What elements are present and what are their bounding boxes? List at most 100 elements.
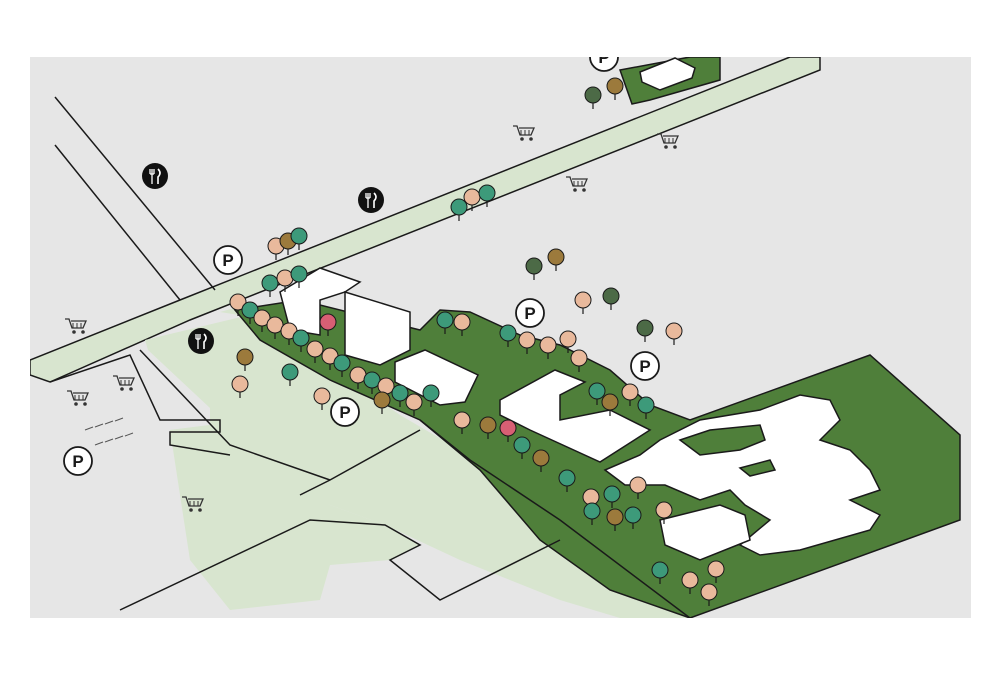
parking-icons-layer: P P P P P P (63, 48, 660, 476)
building-low-hall (394, 349, 480, 406)
fork-knife-icon (358, 187, 384, 213)
tree (637, 396, 655, 419)
tree (499, 419, 517, 442)
tree (453, 411, 471, 434)
tree (570, 349, 588, 372)
side-road-left (54, 96, 216, 291)
tree (241, 301, 259, 324)
tree (525, 257, 543, 280)
tree (665, 322, 683, 345)
tree (290, 227, 308, 250)
parking-icon: P (515, 298, 545, 328)
tree (547, 248, 565, 271)
tree (306, 340, 324, 363)
lower-road-edge (139, 349, 331, 481)
tree (313, 387, 331, 410)
shopping-cart-icon (113, 375, 135, 391)
tree (391, 384, 409, 407)
parking-icon: P (330, 397, 360, 427)
trees-layer (229, 77, 725, 606)
parking-label: P (222, 251, 233, 270)
tree (422, 384, 440, 407)
tree (513, 436, 531, 459)
building-north (639, 57, 696, 91)
tree (363, 371, 381, 394)
tree (583, 502, 601, 525)
street-edge-bottom (119, 519, 561, 611)
tree (621, 383, 639, 406)
tree (231, 375, 249, 398)
parking-icon: P (630, 351, 660, 381)
parking-stripes (84, 417, 134, 446)
shopping-cart-icon (65, 318, 87, 334)
map-canvas: P P P P P P (30, 48, 971, 618)
building-apartment-block-b (344, 290, 411, 366)
buildings (279, 57, 882, 561)
tree (558, 469, 576, 492)
tree (629, 476, 647, 499)
tree (603, 485, 621, 508)
courtyard-small (738, 459, 777, 477)
tree (559, 330, 577, 353)
parking-label: P (339, 403, 350, 422)
tree (478, 184, 496, 207)
tree (253, 309, 271, 332)
parking-icon: P (589, 48, 619, 72)
tree (532, 449, 550, 472)
tree (236, 348, 254, 371)
shopping-cart-icons-layer (65, 125, 679, 512)
shopping-cart-icon (182, 496, 204, 512)
tree (373, 391, 391, 414)
tree (651, 561, 669, 584)
courtyard (678, 424, 766, 456)
tree (681, 571, 699, 594)
shopping-cart-icon (513, 125, 535, 141)
tree (479, 416, 497, 439)
tree (588, 382, 606, 405)
shopping-cart-icon (67, 390, 89, 406)
parking-icon: P (213, 245, 243, 275)
tree (405, 393, 423, 416)
parking-label: P (598, 48, 609, 67)
tree (450, 198, 468, 221)
tree (261, 274, 279, 297)
tree (624, 506, 642, 529)
tree (453, 313, 471, 336)
street-edge-south (49, 354, 231, 456)
tree (319, 313, 337, 336)
main-road (30, 57, 821, 383)
tree (333, 354, 351, 377)
building-complex-south (659, 504, 751, 561)
lower-road-edge-2 (299, 429, 421, 496)
tree (584, 86, 602, 109)
tree (574, 291, 592, 314)
tree (539, 336, 557, 359)
shopping-cart-icon (566, 176, 588, 192)
tree (606, 508, 624, 531)
tree (700, 583, 718, 606)
parking-label: P (72, 452, 83, 471)
boulevard-lower-spur (170, 425, 420, 610)
tree (436, 311, 454, 334)
side-road-left-2 (54, 144, 181, 301)
parking-icon: P (63, 446, 93, 476)
tree (499, 324, 517, 347)
tree (636, 319, 654, 342)
restaurant-icons-layer (142, 163, 384, 354)
building-complex-main (603, 394, 882, 556)
tree (290, 265, 308, 288)
tree (229, 293, 247, 316)
tree (292, 329, 310, 352)
tree (655, 501, 673, 524)
tree (601, 393, 619, 416)
parking-label: P (524, 304, 535, 323)
tree (281, 363, 299, 386)
street-edge-east (419, 419, 691, 618)
fork-knife-icon (188, 328, 214, 354)
tree (707, 560, 725, 583)
shopping-cart-icon (657, 133, 679, 149)
tree (606, 77, 624, 100)
tree (518, 331, 536, 354)
tree (602, 287, 620, 310)
